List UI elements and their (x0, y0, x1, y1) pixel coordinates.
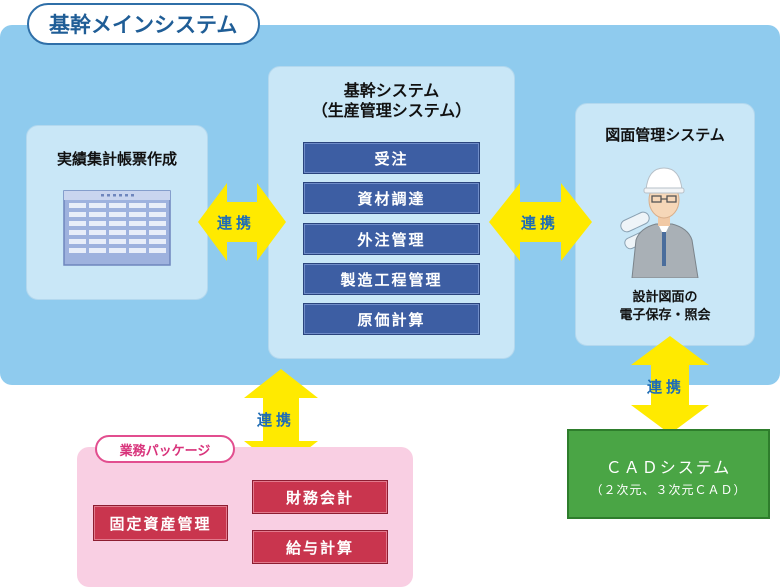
link-arrow-right (489, 183, 592, 261)
link-label-bottom: 連携 (257, 411, 296, 429)
item-cost-accounting: 原価計算 (303, 303, 480, 335)
link-arrow-left (198, 183, 286, 261)
drawing-caption-line1: 設計図面の (632, 290, 698, 305)
drawing-caption-line2: 電子保存・照会 (619, 308, 711, 323)
package-title: 業務パッケージ (95, 435, 235, 463)
cad-system-subtitle: （２次元、３次元ＣＡＤ） (590, 483, 747, 497)
item-process-management: 製造工程管理 (303, 263, 480, 295)
link-label-right: 連携 (521, 214, 560, 232)
item-order: 受注 (303, 142, 480, 174)
core-system-title: 基幹システム (343, 81, 440, 100)
item-payroll: 給与計算 (252, 530, 388, 564)
item-outsourcing: 外注管理 (303, 223, 480, 255)
engineer-icon (618, 160, 710, 279)
link-label-cad: 連携 (647, 378, 686, 396)
link-arrow-cad (631, 336, 709, 434)
cad-system-box (567, 429, 770, 519)
item-financial-accounting: 財務会計 (252, 480, 388, 514)
cad-system-title: ＣＡＤシステム (605, 458, 732, 477)
item-fixed-assets: 固定資産管理 (93, 505, 228, 541)
report-card-title: 実績集計帳票作成 (56, 150, 177, 168)
item-procurement: 資材調達 (303, 182, 480, 214)
drawing-management-title: 図面管理システム (605, 126, 725, 144)
main-system-title: 基幹メインシステム (27, 3, 260, 45)
spreadsheet-icon (60, 188, 178, 270)
link-arrow-bottom (244, 369, 318, 470)
core-system-subtitle: （生産管理システム） (311, 101, 472, 120)
link-label-left: 連携 (217, 214, 256, 232)
